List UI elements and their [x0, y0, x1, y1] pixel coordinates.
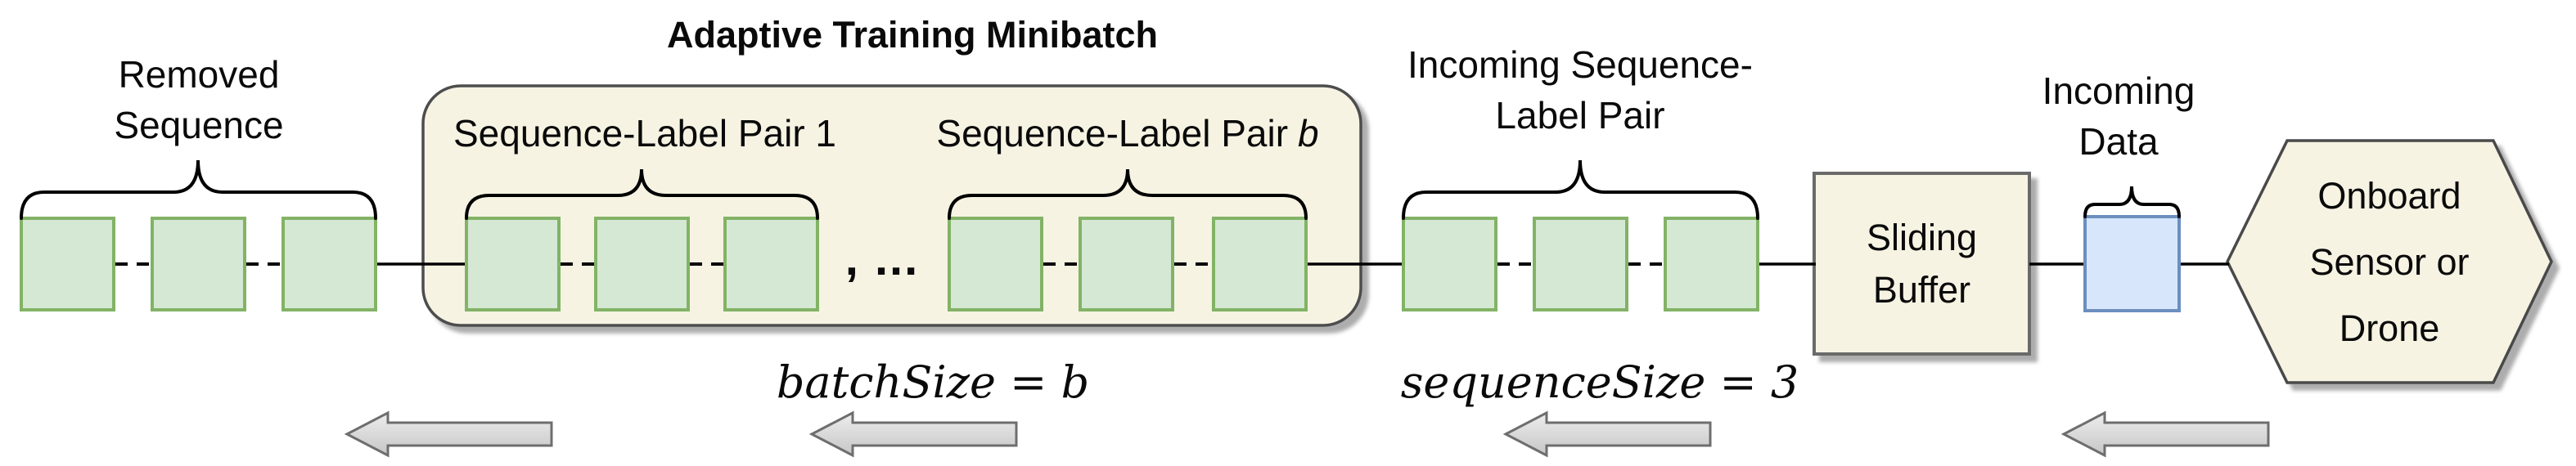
flow-arrows [344, 410, 2270, 458]
sequence-square [723, 217, 819, 311]
braces [20, 159, 2181, 220]
sequence-square [1079, 217, 1174, 311]
incoming-data-label: Incoming Data [2042, 69, 2195, 164]
sequence-square [1212, 217, 1308, 311]
sequence-squares [20, 217, 1759, 311]
pair-1-label: Sequence-Label Pair 1 [453, 112, 836, 155]
incoming-pair-label: Incoming Sequence- Label Pair [1407, 43, 1753, 137]
incoming-pair-brace [1402, 159, 1759, 220]
sequence-square [151, 217, 246, 311]
sequence-square [594, 217, 690, 311]
arrow-left-icon [1502, 410, 1712, 458]
arrow-left-icon [2060, 410, 2270, 458]
minibatch-title: Adaptive Training Minibatch [666, 14, 1159, 56]
pair-b-brace [948, 168, 1308, 220]
sequence-square [948, 217, 1043, 311]
sequence-square [465, 217, 561, 311]
incoming-data-square [2083, 215, 2181, 312]
incoming-data-brace [2083, 186, 2181, 218]
sequence-square [281, 217, 377, 311]
removed-sequence-label: Removed Sequence [114, 53, 284, 147]
sensor-hexagon [2226, 139, 2553, 384]
sliding-buffer-label: Sliding Buffer [1866, 216, 1978, 311]
sensor-label: Onboard Sensor or Drone [2309, 174, 2470, 349]
arrow-left-icon [344, 410, 553, 458]
arrow-left-icon [808, 410, 1018, 458]
sequence-size-formula: sequenceSize = 3 [1400, 356, 1799, 408]
pair-b-label-var: b [1298, 112, 1319, 155]
pair-b-label-text: Sequence-Label Pair [936, 112, 1289, 155]
pair-1-brace [465, 168, 819, 220]
minibatch-separator: , ... [844, 232, 920, 285]
batch-size-formula: batchSize = b [776, 356, 1090, 408]
removed-sequence-brace [20, 159, 377, 220]
sequence-square [1402, 217, 1497, 311]
sliding-buffer-box [1813, 172, 2031, 356]
sequence-square [20, 217, 115, 311]
sequence-square [1664, 217, 1759, 311]
sequence-square [1533, 217, 1628, 311]
